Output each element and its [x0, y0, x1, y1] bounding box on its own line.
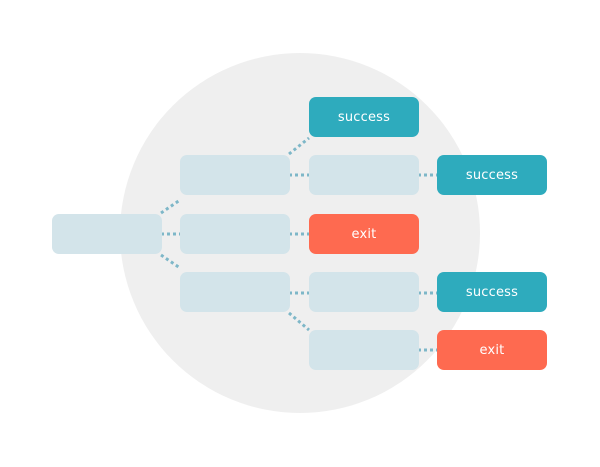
bottom-step-upper-node [309, 272, 419, 312]
top-step-node [309, 155, 419, 195]
connector-root-to-branch-bottom [160, 253, 181, 270]
bottom-exit-node: exit [437, 330, 547, 370]
bottom-step-lower-node [309, 330, 419, 370]
connector-branch-top-to-top-success [288, 136, 310, 156]
branch-middle-node [180, 214, 290, 254]
branch-bottom-node [180, 272, 290, 312]
top-success-node: success [309, 97, 419, 137]
root-node [52, 214, 162, 254]
connector-branch-bottom-to-step-lower [288, 311, 310, 332]
top-step-success-node: success [437, 155, 547, 195]
branch-top-node [180, 155, 290, 195]
middle-exit-node: exit [309, 214, 419, 254]
connector-root-to-branch-top [160, 198, 181, 215]
bottom-success-node: success [437, 272, 547, 312]
